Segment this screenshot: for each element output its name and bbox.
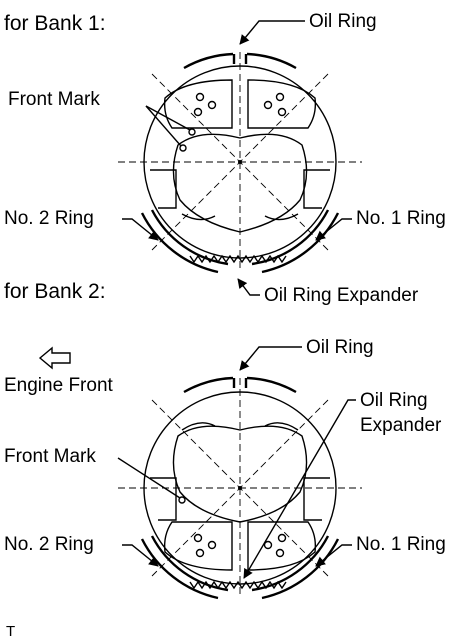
bank1-no1-ring-leader [315, 218, 352, 241]
bank1-front-mark-leader-2 [145, 105, 182, 147]
bank2-oil-ring-expander-zigzag [189, 580, 287, 590]
bank1-front-mark-dot-upper [188, 128, 196, 136]
bank1-oil-ring-expander-label: Oil Ring Expander [264, 285, 419, 306]
bank1-heading: for Bank 1: [4, 12, 106, 35]
bank2-no2-ring-leader [122, 544, 159, 567]
bank1-no1-ring-label: No. 1 Ring [356, 208, 446, 229]
bank2-no1-ring-label: No. 1 Ring [356, 534, 446, 555]
bank2-no1-ring-leader [315, 544, 352, 567]
bank2-oil-ring-expander-label-line2: Expander [360, 415, 442, 436]
bank2-no2-ring-label: No. 2 Ring [4, 534, 94, 555]
bank2-front-mark-dot [178, 496, 186, 504]
bank2-oil-ring-top [183, 376, 297, 394]
bank1-no2-ring-label: No. 2 Ring [4, 208, 94, 229]
bank2-diagram: for Bank 2: Engine Front [4, 280, 446, 600]
bank2-front-mark-leader [117, 457, 181, 499]
bank1-front-mark-label: Front Mark [8, 89, 100, 110]
bank2-oil-ring-expander-leader [243, 399, 356, 579]
footer-code: T [6, 623, 15, 640]
bank1-oil-ring-expander-zigzag [189, 254, 287, 264]
bank2-oil-ring-expander-label-line1: Oil Ring [360, 390, 428, 411]
bank2-piston-interior [150, 422, 330, 571]
bank1-piston-interior [150, 79, 330, 233]
bank2-heading: for Bank 2: [4, 280, 106, 303]
bank1-front-mark-leader-1 [145, 105, 191, 131]
engine-front-arrow-icon [38, 346, 71, 370]
bank1-oil-ring-leader [239, 20, 305, 45]
bank2-front-mark-label: Front Mark [4, 446, 96, 467]
bank1-oil-ring-label: Oil Ring [309, 11, 377, 32]
bank1-no2-ring-leader [122, 218, 159, 241]
bank1-front-mark-dot-lower [179, 144, 187, 152]
bank1-oil-ring-top [183, 52, 297, 70]
bank1-oil-ring-expander-leader [237, 278, 260, 296]
bank1-diagram: for Bank 1: [4, 11, 446, 306]
engine-front-label: Engine Front [4, 375, 114, 396]
bank2-oil-ring-label: Oil Ring [306, 337, 374, 358]
bank2-oil-ring-leader [239, 346, 302, 371]
